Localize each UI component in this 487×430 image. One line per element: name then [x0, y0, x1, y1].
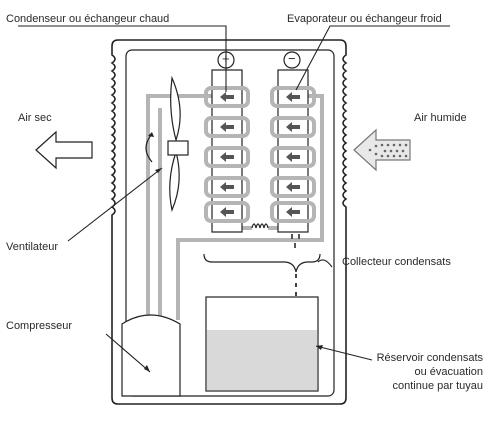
evaporator-coil — [270, 69, 316, 233]
collecteur-label: Collecteur condensats — [342, 256, 451, 268]
condensate-drips — [291, 234, 300, 248]
leader-ventilateur-head — [155, 168, 162, 173]
refrigerant-pipes — [146, 94, 324, 320]
ventilateur-label: Ventilateur — [6, 241, 58, 253]
housing-outline — [110, 39, 348, 405]
leader-compresseur — [105, 333, 151, 373]
evaporator-label: Evaporateur ou échangeur froid — [287, 13, 442, 25]
minus-terminal-symbol: − — [288, 51, 296, 66]
reservoir-label-line2: ou évacuation — [414, 366, 484, 378]
leader-evaporator — [295, 25, 450, 91]
fan — [145, 75, 189, 212]
compressor — [121, 314, 181, 397]
reservoir-label-line1: Réservoir condensats — [376, 352, 483, 364]
air-sec-label: Air sec — [18, 112, 52, 124]
minus-terminal-circle — [283, 51, 301, 69]
leader-reservoir-head — [316, 345, 323, 350]
air-humide-label: Air humide — [414, 112, 467, 124]
reservoir — [205, 296, 319, 392]
leader-compresseur-head — [144, 365, 150, 372]
plus-terminal-symbol: + — [222, 51, 230, 66]
expansion-valve-coil — [251, 223, 269, 229]
air-humide-arrow — [353, 128, 411, 172]
reservoir-label-line3: continue par tuyau — [392, 380, 483, 392]
air-humide-arrow-dots — [368, 143, 408, 158]
leader-lines — [18, 25, 450, 373]
leader-collecteur — [317, 259, 333, 268]
collector-tray — [203, 253, 321, 273]
inner-frame — [125, 49, 335, 397]
leader-reservoir — [315, 345, 373, 361]
compresseur-label: Compresseur — [6, 320, 73, 332]
condenser-label: Condenseur ou échangeur chaud — [6, 13, 170, 25]
condenser-coil — [204, 69, 250, 233]
air-sec-arrow — [35, 130, 93, 170]
leader-ventilateur — [67, 167, 163, 242]
leader-condenser — [18, 25, 227, 92]
coil-flow-arrows — [220, 92, 300, 217]
